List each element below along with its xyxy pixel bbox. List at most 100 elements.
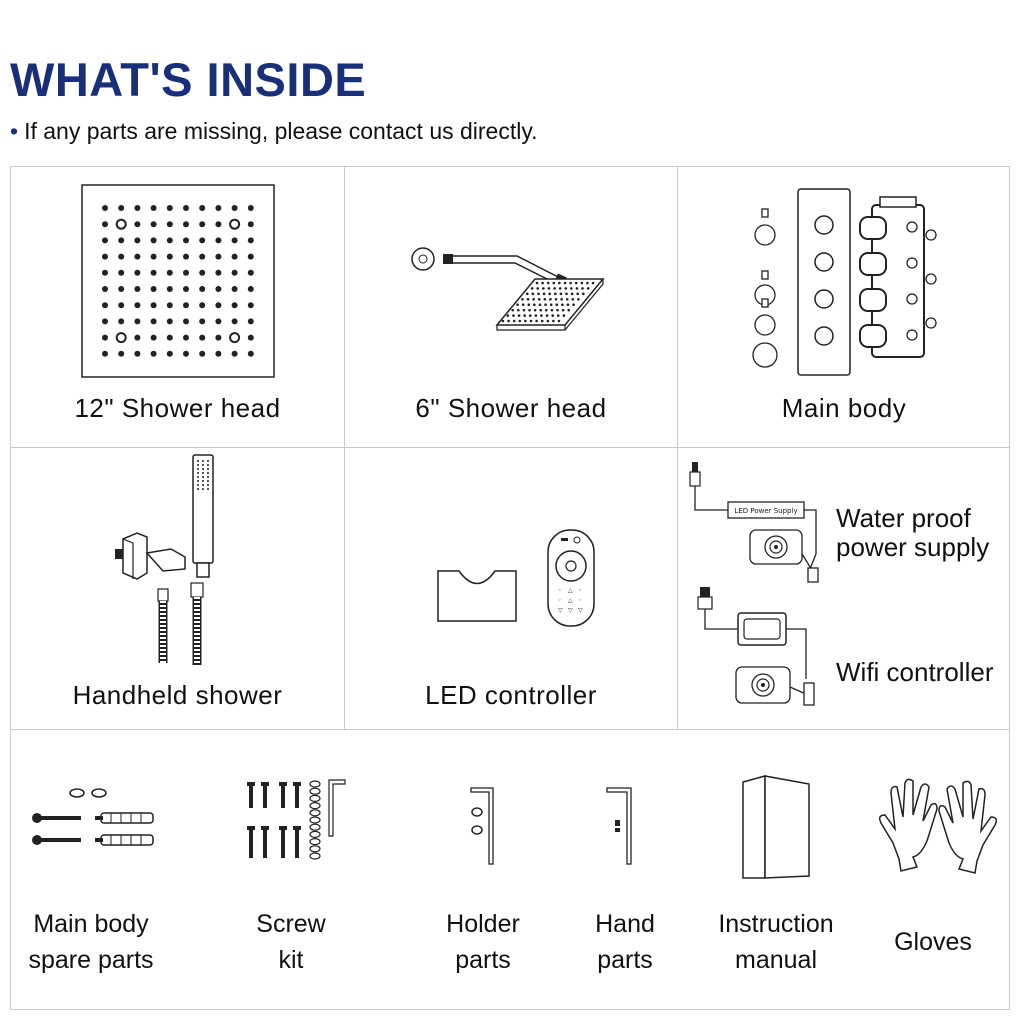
nozzle-dot: [537, 292, 540, 296]
svg-text:△: △: [568, 597, 573, 604]
nozzle-dot: [530, 287, 534, 290]
nozzle-dot: [552, 281, 556, 285]
nozzle-dot: [546, 281, 550, 285]
instruction-manual-icon: [742, 775, 810, 879]
nozzle-dot: [215, 269, 222, 276]
screw-kit-line2: kit: [278, 946, 304, 975]
nozzle-dot: [166, 221, 173, 228]
nozzle-dot: [118, 205, 125, 211]
nozzle-dot: [528, 308, 531, 312]
nozzle-dot: [118, 269, 125, 276]
nozzle-dot: [553, 287, 556, 290]
nozzle-dot: [560, 297, 563, 301]
nozzle-dot: [197, 484, 199, 486]
handheld-shower-icon: [115, 454, 214, 665]
nozzle-dot: [229, 218, 241, 230]
page-title: WHAT'S INSIDE: [10, 53, 367, 106]
nozzle-dot: [566, 303, 570, 307]
power-supply-line2: power supply: [836, 531, 990, 562]
remote-holder-icon: [437, 570, 517, 622]
nozzle-dot: [570, 287, 573, 290]
nozzle-dot: [546, 319, 550, 323]
nozzle-dot: [150, 334, 157, 341]
nozzle-dot: [532, 297, 535, 301]
holder-parts-icon: [470, 787, 494, 865]
nozzle-dot: [512, 314, 515, 317]
nozzle-dot: [534, 314, 538, 317]
nozzle-dot: [150, 286, 157, 292]
nozzle-dot: [150, 269, 157, 276]
nozzle-dot: [528, 314, 532, 317]
grid-divider: [11, 729, 1009, 730]
nozzle-dot: [231, 269, 238, 276]
nozzle-dot: [581, 292, 585, 296]
nozzle-dot: [197, 476, 199, 478]
nozzle-dot: [526, 297, 530, 301]
screw-kit-icon: [247, 779, 346, 860]
nozzle-dot: [202, 476, 204, 478]
nozzle-dot: [247, 253, 254, 260]
nozzle-dot: [512, 319, 516, 323]
label-led-controller: LED controller: [425, 680, 597, 710]
washer-icon: [309, 780, 321, 788]
nozzle-dot: [197, 472, 199, 474]
hand-parts-icon: [606, 787, 632, 865]
nozzle-dot: [150, 221, 157, 228]
label-main-body: Main body: [781, 393, 907, 423]
gloves-icon: [878, 778, 998, 874]
nozzle-dot: [550, 308, 554, 312]
label-12-shower-head: 12" Shower head: [74, 393, 281, 423]
bullet-icon: •: [10, 118, 19, 144]
grid-divider: [677, 167, 678, 729]
grid-divider: [11, 447, 1009, 448]
shower-arm-head-icon: [411, 247, 605, 331]
nozzle-dot: [166, 350, 173, 357]
label-hand-parts: Hand parts: [565, 906, 685, 979]
spare-parts-icon: [32, 788, 154, 846]
nozzle-dot: [576, 292, 579, 296]
nozzle-dot: [207, 468, 209, 470]
nozzle-dot: [544, 303, 547, 307]
svg-text:◦: ◦: [578, 587, 582, 594]
nozzle-dot: [529, 319, 533, 323]
nozzle-dot: [531, 292, 535, 296]
nozzle-dot: [150, 350, 157, 357]
nozzle-dot: [523, 314, 526, 317]
nozzle-dot: [542, 287, 545, 290]
svg-text:▽: ▽: [558, 607, 563, 614]
nozzle-dot: [199, 253, 206, 260]
power-supply-line1: Water proof: [836, 503, 971, 533]
nozzle-dot: [540, 319, 544, 323]
nozzle-dot: [527, 303, 531, 307]
nozzle-dot: [552, 319, 555, 323]
nozzle-dot: [536, 287, 540, 290]
nozzle-dot: [231, 302, 238, 309]
washer-icon: [309, 823, 321, 831]
gloves-line1: Gloves: [894, 928, 972, 956]
nozzle-dot: [134, 286, 141, 292]
nozzle-dot: [118, 350, 125, 357]
nozzle-dot: [197, 464, 199, 466]
power-supply-icon: LED Power Supply: [689, 462, 819, 583]
washer-icon: [309, 830, 321, 839]
nozzle-dot: [215, 302, 222, 309]
nozzle-dot: [547, 287, 551, 290]
nozzle-dot: [247, 302, 254, 309]
nozzle-dot: [231, 350, 238, 357]
washer-icon: [309, 787, 321, 795]
nozzle-dot: [102, 302, 108, 309]
nozzle-dot: [134, 318, 141, 325]
nozzle-dot: [150, 318, 157, 325]
label-gloves: Gloves: [873, 924, 993, 960]
nozzle-dot: [166, 318, 173, 325]
nozzle-dot: [247, 318, 254, 325]
valve-body-icon: [752, 188, 937, 376]
nozzle-dot: [231, 286, 238, 292]
nozzle-dot: [518, 319, 522, 323]
nozzle-dot: [506, 314, 510, 317]
nozzle-dot: [535, 319, 538, 323]
nozzle-dot: [166, 237, 173, 244]
nozzle-dot: [183, 221, 189, 228]
nozzle-dot: [207, 480, 209, 482]
nozzle-dot: [199, 237, 206, 244]
